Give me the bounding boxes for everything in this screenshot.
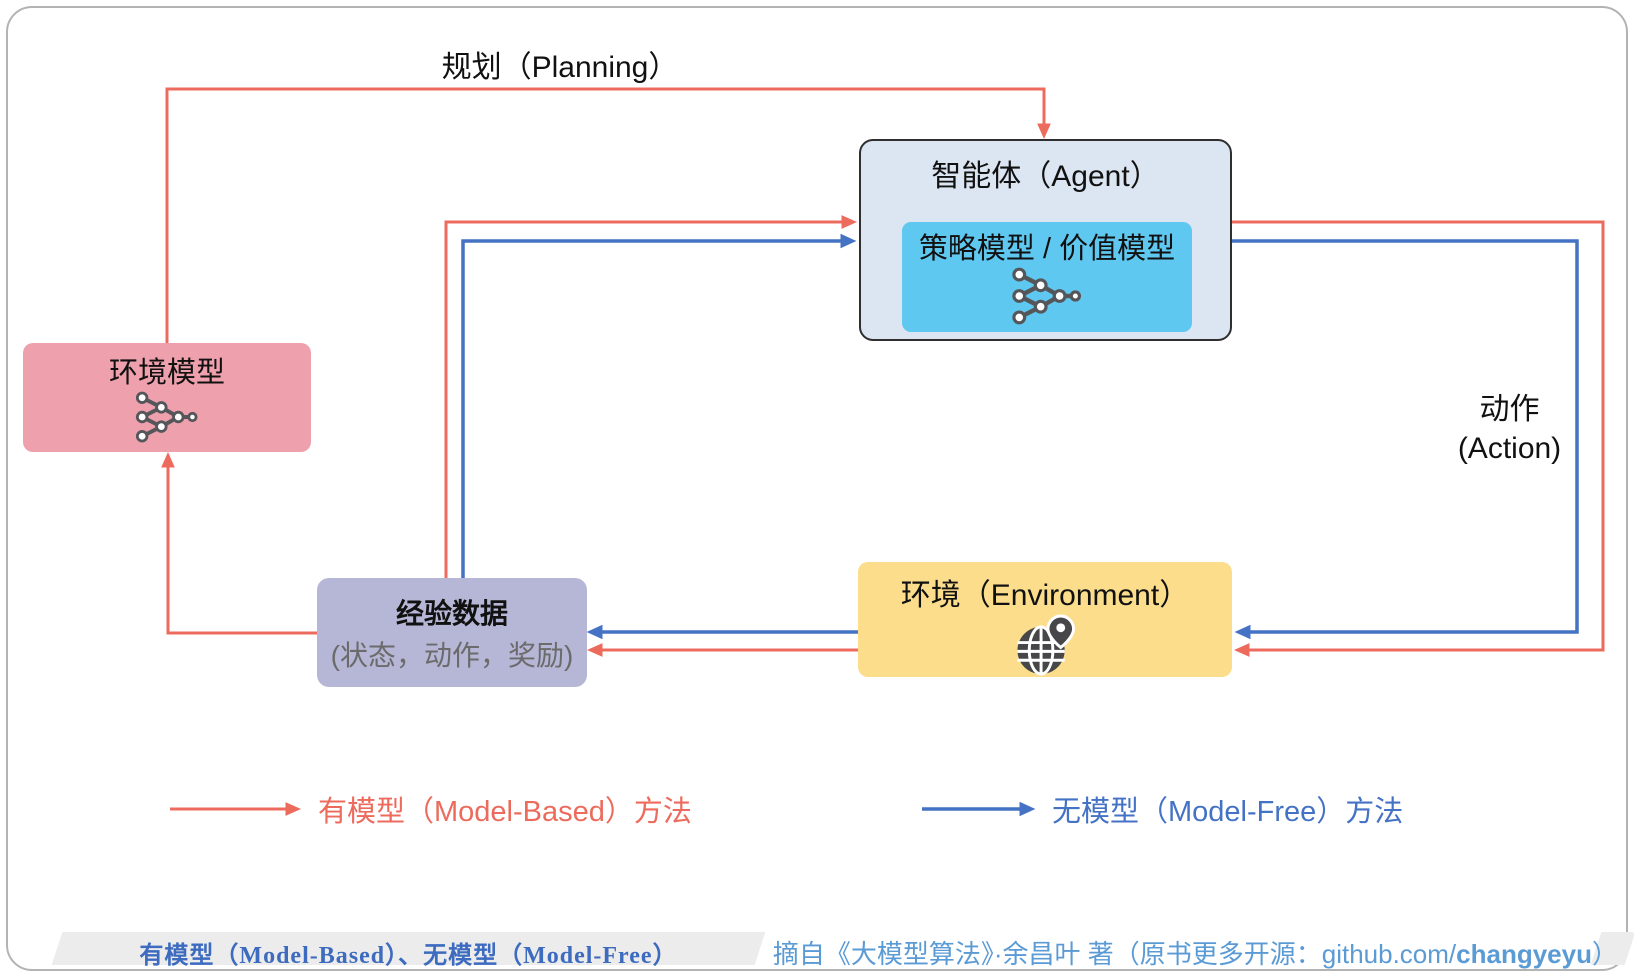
arrow-experience-to-agent-blue	[461, 233, 857, 578]
attribution-suffix: ）	[1591, 939, 1618, 969]
arrow-planning-envmodel-to-agent	[165, 87, 1051, 343]
legend-model-based-label: 有模型（Model-Based）方法	[318, 796, 692, 828]
policy-value-model-label: 策略模型 / 价值模型	[918, 233, 1176, 265]
experience-data-label: 经验数据	[395, 597, 508, 629]
footer-title: 有模型（Model-Based）、无模型（Model-Free）	[139, 943, 678, 969]
attribution-github-handle: changyeyu	[1456, 939, 1592, 969]
attribution-prefix: 摘自《大模型算法》·余昌叶 著（原书更多开源：github.com/	[772, 939, 1457, 969]
action-label: 动作 (Action)	[1412, 390, 1607, 468]
environment-box: 环境（Environment）	[858, 562, 1232, 677]
environment-label: 环境（Environment）	[900, 579, 1190, 612]
model-based-arrow-icon	[170, 802, 301, 816]
environment-model-box: 环境模型	[23, 343, 311, 452]
globe-location-icon	[1017, 614, 1076, 676]
arrow-agent-to-environment-red	[1232, 220, 1605, 657]
planning-label: 规划（Planning）	[441, 51, 679, 84]
action-label-line1: 动作	[1479, 393, 1540, 426]
agent-box: 智能体（Agent） 策略模型 / 价值模型	[859, 139, 1232, 341]
neural-network-icon	[135, 391, 198, 443]
environment-model-label: 环境模型	[108, 357, 225, 389]
neural-network-icon	[1012, 267, 1082, 325]
legend-model-free-label: 无模型（Model-Free）方法	[1052, 796, 1404, 828]
arrow-agent-to-environment-blue	[1232, 239, 1579, 640]
experience-data-box: 经验数据 (状态，动作，奖励)	[317, 578, 587, 687]
legend-model-free: 无模型（Model-Free）方法	[920, 792, 1403, 828]
experience-data-sublabel: (状态，动作，奖励)	[330, 639, 574, 671]
footer-attribution: 摘自《大模型算法》·余昌叶 著（原书更多开源：github.com/changy…	[766, 934, 1618, 971]
model-based-arrows	[161, 87, 1605, 657]
action-label-line2: (Action)	[1457, 432, 1562, 465]
policy-value-model-box: 策略模型 / 价值模型	[902, 222, 1192, 332]
model-free-arrow-icon	[922, 801, 1036, 817]
arrow-experience-to-agent-red	[444, 215, 857, 578]
model-free-arrows	[461, 233, 1579, 640]
legend-model-based: 有模型（Model-Based）方法	[168, 792, 692, 828]
agent-title: 智能体（Agent）	[931, 160, 1160, 193]
arrow-experience-to-envmodel	[161, 452, 317, 635]
